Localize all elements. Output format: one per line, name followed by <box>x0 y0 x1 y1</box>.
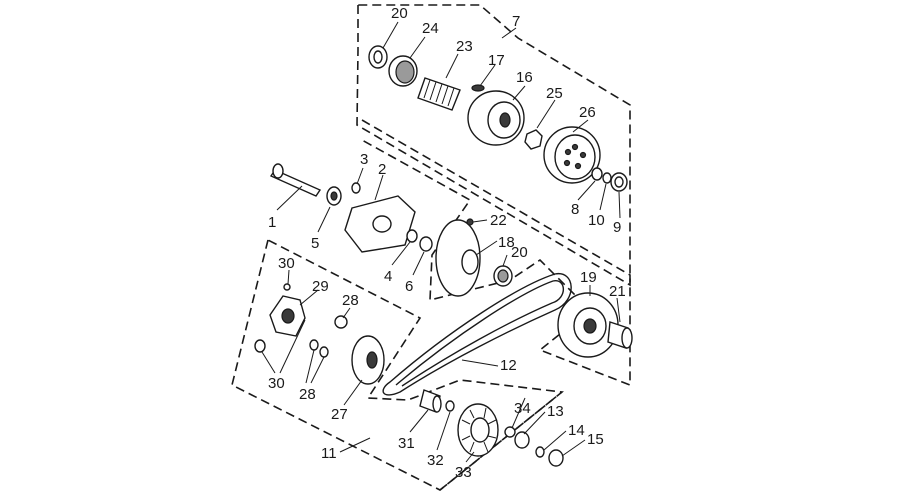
callout-6: 6 <box>405 278 413 295</box>
callout-labels: 20 24 23 7 17 16 25 26 3 2 1 5 8 10 9 22… <box>268 5 626 481</box>
part-18-pulley-half <box>435 219 481 297</box>
part-33-fan <box>457 403 499 457</box>
callout-33: 33 <box>455 464 472 481</box>
part-30-slider-left <box>254 339 266 353</box>
leader-lines <box>261 21 621 463</box>
callout-21: 21 <box>609 283 626 300</box>
callout-14: 14 <box>568 422 585 439</box>
callout-30: 30 <box>278 255 295 272</box>
callout-3: 3 <box>360 151 368 168</box>
part-17-pin <box>471 84 485 92</box>
part-23-spring <box>417 77 461 111</box>
part-3-bolt <box>351 182 361 194</box>
part-4-clip <box>406 229 418 243</box>
callout-4: 4 <box>384 268 392 285</box>
callout-16: 16 <box>516 69 533 86</box>
callout-11: 11 <box>321 445 337 462</box>
part-13-nut <box>514 431 530 449</box>
part-1-shaft <box>269 163 322 197</box>
part-6-washer <box>419 236 433 252</box>
callout-12: 12 <box>500 357 517 374</box>
callout-13: 13 <box>547 403 564 420</box>
part-12-belt <box>382 273 572 396</box>
group-11-boundary <box>231 238 564 491</box>
part-5-washer <box>326 186 342 206</box>
callout-18: 18 <box>498 234 515 251</box>
callout-23: 23 <box>456 38 473 55</box>
part-24-bushing <box>388 55 418 87</box>
callout-2: 2 <box>378 161 386 178</box>
part-8-washer <box>591 167 603 181</box>
callout-29: 29 <box>312 278 329 295</box>
callout-7: 7 <box>512 13 520 30</box>
part-20-washer-top <box>368 45 388 69</box>
callout-27: 27 <box>331 406 348 423</box>
part-25-nut <box>524 129 543 150</box>
callout-19: 19 <box>580 269 597 286</box>
callout-1: 1 <box>268 214 276 231</box>
part-26-clutch-bell <box>543 126 601 184</box>
part-16-clutch-shoe <box>467 90 525 146</box>
callout-32: 32 <box>427 452 444 469</box>
callout-15: 15 <box>587 431 604 448</box>
part-21-collar <box>607 321 633 349</box>
part-14-washer <box>535 446 545 458</box>
callout-30: 30 <box>268 375 285 392</box>
group-fan-boundary <box>439 391 563 491</box>
callout-34: 34 <box>514 400 531 417</box>
callout-28: 28 <box>342 292 359 309</box>
part-31-sleeve <box>419 389 442 413</box>
part-27-drive-face <box>351 335 385 385</box>
callout-25: 25 <box>546 85 563 102</box>
group-7-boundary <box>356 4 631 287</box>
callout-10: 10 <box>588 212 605 229</box>
part-22-pin <box>466 218 474 226</box>
part-28-roller-upper <box>334 315 348 329</box>
callout-24: 24 <box>422 20 439 37</box>
callout-9: 9 <box>613 219 621 236</box>
part-20-collar <box>493 265 513 287</box>
callout-22: 22 <box>490 212 507 229</box>
callout-8: 8 <box>571 201 579 218</box>
callout-17: 17 <box>488 52 505 69</box>
part-29-ramp-plate <box>269 295 306 337</box>
callout-28: 28 <box>299 386 316 403</box>
part-30-slider-top <box>283 283 291 291</box>
part-2-plate <box>344 195 416 253</box>
group-upper-boundary <box>361 119 631 387</box>
part-19-pulley <box>557 292 619 358</box>
callout-5: 5 <box>311 235 319 252</box>
callout-31: 31 <box>398 435 415 452</box>
part-34-star-washer <box>504 426 516 438</box>
part-9-nut <box>610 172 628 192</box>
part-10-washer <box>602 172 612 184</box>
part-15-nut <box>548 449 564 467</box>
callout-20: 20 <box>391 5 408 22</box>
callout-20: 20 <box>511 244 528 261</box>
callout-26: 26 <box>579 104 596 121</box>
part-32-washer <box>445 400 455 412</box>
